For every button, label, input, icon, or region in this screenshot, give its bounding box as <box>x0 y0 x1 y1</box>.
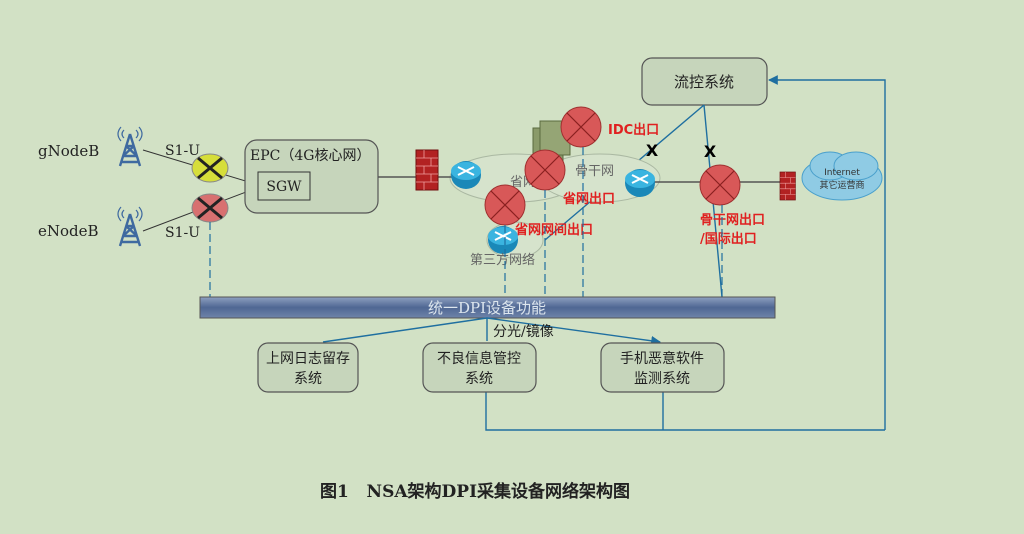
enodeb-label: eNodeB <box>38 222 99 240</box>
svg-text:系统: 系统 <box>465 371 493 387</box>
gnodeb-label: gNodeB <box>38 142 99 160</box>
internet-firewall-icon <box>779 171 796 201</box>
sgw-box <box>257 171 311 201</box>
feedback-line-bottom <box>485 392 885 431</box>
enodeb-tower-icon <box>116 205 144 248</box>
red-tap-icon <box>191 193 229 223</box>
svg-text:手机恶意软件: 手机恶意软件 <box>620 350 704 367</box>
yellow-tap-icon <box>191 153 229 183</box>
figure-caption: 图1 NSA架构DPI采集设备网络架构图 <box>320 481 630 502</box>
feedback-line <box>768 75 886 430</box>
block-x-icon: X <box>704 142 717 161</box>
dpi-bar-label: 统一DPI设备功能 <box>428 299 546 317</box>
mirror-tap-lines <box>209 147 723 297</box>
idc-exit-icon <box>560 106 602 148</box>
svg-text:系统: 系统 <box>294 371 322 387</box>
backbone-exit-icon <box>699 164 741 206</box>
system-log-retention: 上网日志留存 系统 <box>257 342 359 393</box>
backbone-exit-label: 骨干网出口 <box>700 212 765 228</box>
idc-exit-label: IDC出口 <box>608 122 659 138</box>
internet-cloud-icon <box>801 151 883 201</box>
provincial-inter-exit-icon <box>484 184 526 226</box>
router-icon <box>450 160 482 190</box>
distribution-arrows <box>322 317 660 342</box>
epc-label: EPC（4G核心网） <box>250 148 370 164</box>
firewall-icon <box>415 149 439 191</box>
s1u-top-label: S1-U <box>165 143 200 159</box>
split-mirror-label: 分光/镜像 <box>493 324 554 340</box>
other-operators-label: 其它运营商 <box>819 179 864 191</box>
router-icon <box>487 225 519 255</box>
svg-text:上网日志留存: 上网日志留存 <box>266 351 350 367</box>
backbone-net-label: 骨干网 <box>575 164 614 179</box>
flow-control-label: 流控系统 <box>674 73 734 91</box>
s1u-bottom-label: S1-U <box>165 225 200 241</box>
sgw-label: SGW <box>266 179 302 195</box>
svg-text:监测系统: 监测系统 <box>634 371 690 387</box>
block-x-icon: X <box>646 141 659 160</box>
international-exit-label: /国际出口 <box>700 231 757 247</box>
provincial-inter-exit-label: 省网网间出口 <box>514 222 593 238</box>
router-icon <box>624 168 656 198</box>
system-bad-info-control: 不良信息管控 系统 <box>422 342 537 393</box>
provincial-exit-label: 省网出口 <box>562 191 615 207</box>
gnodeb-tower-icon <box>116 125 144 168</box>
third-party-net-label: 第三方网络 <box>470 252 535 268</box>
svg-text:不良信息管控: 不良信息管控 <box>437 350 521 367</box>
internet-label: Internet <box>824 168 860 178</box>
system-malware-monitoring: 手机恶意软件 监测系统 <box>600 342 725 393</box>
provincial-exit-icon <box>524 149 566 191</box>
